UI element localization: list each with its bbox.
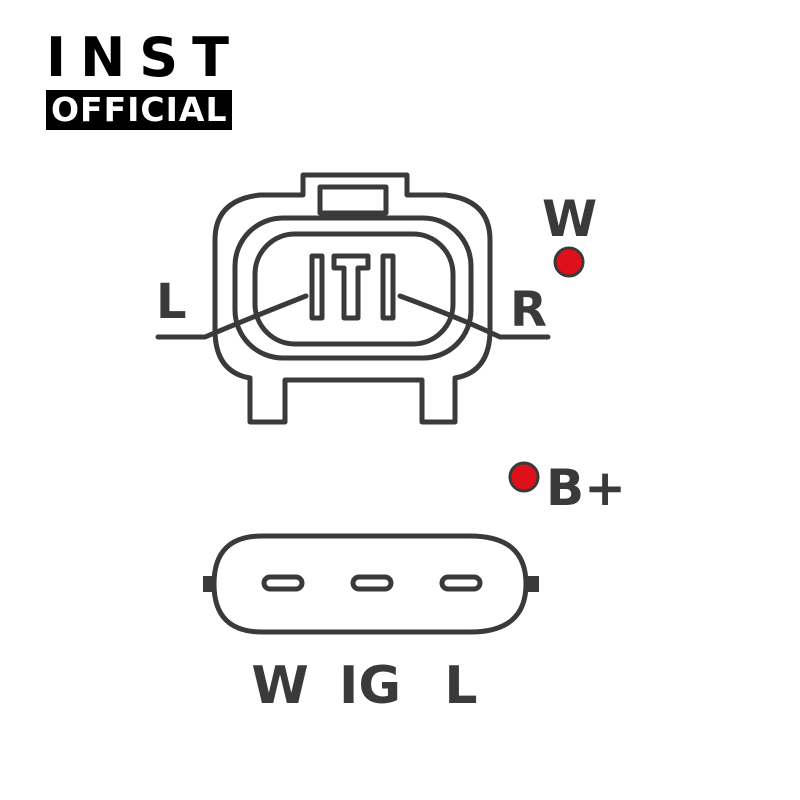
top-pin-right bbox=[380, 253, 396, 321]
bottom-pin-label-ig: IG bbox=[339, 656, 401, 716]
top-connector-housing bbox=[212, 172, 493, 425]
top-pin-center bbox=[331, 253, 371, 321]
top-connector-socket bbox=[252, 231, 456, 347]
top-connector-inner-rim bbox=[232, 215, 474, 361]
top-connector-latch bbox=[317, 184, 389, 216]
brand-logo: INST OFFICIAL bbox=[46, 26, 244, 130]
b-plus-terminal-dot bbox=[508, 461, 540, 493]
w-terminal-dot bbox=[553, 246, 585, 278]
label-l-wire: L bbox=[156, 274, 187, 330]
wire-right bbox=[397, 293, 551, 340]
label-w-terminal: W bbox=[542, 190, 597, 248]
bottom-pin-slot-2 bbox=[350, 574, 394, 592]
bottom-connector-tab-right bbox=[527, 576, 539, 592]
bottom-connector-housing bbox=[211, 533, 529, 635]
top-pin-left bbox=[309, 253, 325, 321]
bottom-pin-slot-3 bbox=[439, 574, 483, 592]
label-r-wire: R bbox=[510, 282, 547, 338]
wire-left bbox=[155, 293, 309, 340]
logo-brand-text: INST bbox=[46, 26, 244, 89]
label-b-plus: B+ bbox=[546, 459, 626, 517]
bottom-pin-label-w: W bbox=[251, 656, 308, 716]
bottom-pin-label-l: L bbox=[444, 656, 477, 716]
bottom-pin-slot-1 bbox=[261, 574, 305, 592]
bottom-connector-tab-left bbox=[203, 576, 215, 592]
logo-tagline: OFFICIAL bbox=[46, 90, 233, 130]
